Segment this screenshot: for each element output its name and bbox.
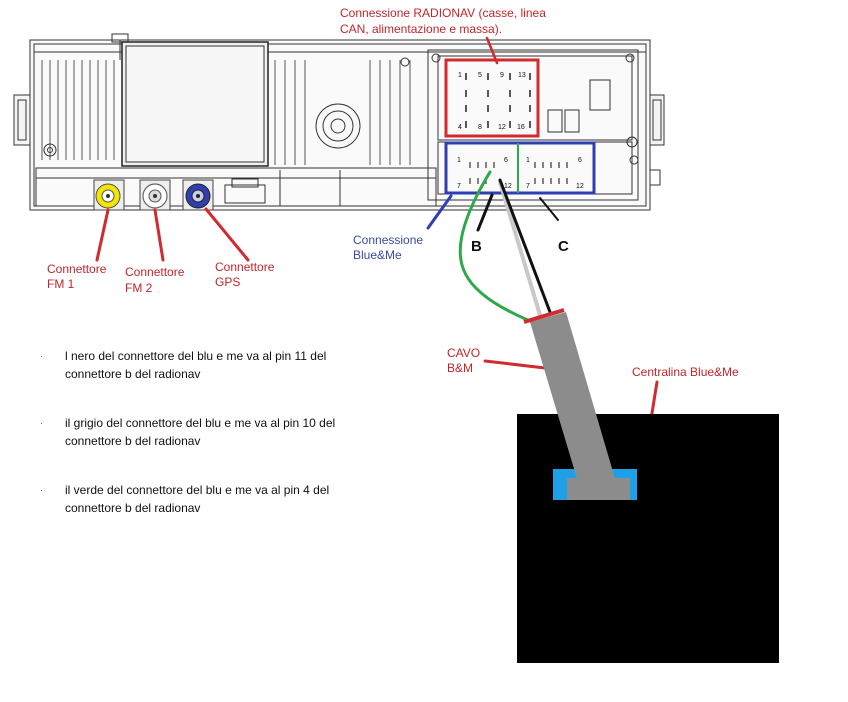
- fm2-label-2: FM 2: [125, 281, 153, 295]
- cable-label-2: B&M: [447, 361, 474, 375]
- fm2-pointer: [153, 208, 165, 262]
- note-3-text: il verde del connettore del blu e me va …: [65, 481, 375, 517]
- radionav-pins: [465, 73, 531, 128]
- blueme-connection-label-2: Blue&Me: [353, 248, 402, 262]
- blue-left-pin-top-2: 6: [504, 157, 508, 164]
- fm1-label-2: FM 1: [47, 277, 75, 291]
- b-pointer: [476, 193, 494, 232]
- green-wire: [458, 170, 534, 324]
- blue-left-pin-bottom-1: 7: [457, 183, 461, 190]
- radionav-pin-bottom-3: 12: [498, 124, 506, 131]
- fm1-label-1: Connettore: [47, 262, 107, 276]
- blueme-pin-numbers: 1 6 7 12 1 6 7 12: [457, 157, 584, 190]
- fm2-antenna-socket: [139, 179, 171, 211]
- blueme-pins: [469, 162, 568, 184]
- gps-label-2: GPS: [215, 275, 241, 289]
- radio-unit-drawing: [13, 33, 665, 211]
- radionav-pin-top-1: 1: [458, 72, 462, 79]
- radionav-pin-numbers: 1 5 9 13 4 8 12 16: [458, 72, 526, 131]
- note-1-text: l nero del connettore del blu e me va al…: [65, 347, 375, 383]
- fm1-antenna-socket: [93, 179, 125, 211]
- grey-wire: [498, 180, 542, 317]
- note-3-line-1: il verde del connettore del blu e me va …: [65, 483, 330, 497]
- fm1-pointer: [95, 208, 110, 262]
- note-2-text: il grigio del connettore del blu e me va…: [65, 414, 375, 450]
- gps-label-1: Connettore: [215, 260, 275, 274]
- fm2-label-1: Connettore: [125, 265, 185, 279]
- radionav-connection-label-2: CAN, alimentazione e massa).: [340, 22, 503, 36]
- blue-left-pin-top-1: 1: [457, 157, 461, 164]
- note-2-line-2: connettore b del radionav: [65, 434, 201, 448]
- blueme-connection-label-1: Connessione: [353, 233, 424, 247]
- gps-antenna-socket: [182, 179, 214, 211]
- radionav-pointer: [485, 36, 499, 65]
- radionav-pin-bottom-4: 16: [517, 124, 525, 131]
- note-3-line-2: connettore b del radionav: [65, 501, 201, 515]
- radionav-connector-highlight: [444, 58, 540, 138]
- cable-pointer: [483, 359, 547, 370]
- bm-cable: [530, 312, 630, 500]
- black-wire: [498, 178, 552, 314]
- gps-pointer: [204, 207, 250, 262]
- radionav-pin-top-3: 9: [500, 72, 504, 79]
- bm-cable-band: [523, 308, 565, 324]
- connector-b-label: B: [471, 238, 482, 255]
- note-3: · il verde del connettore del blu e me v…: [40, 481, 370, 521]
- control-unit-label: Centralina Blue&Me: [632, 365, 739, 379]
- radionav-connection-label-1: Connessione RADIONAV (casse, linea: [340, 6, 546, 20]
- control-unit-box: [517, 414, 779, 663]
- blue-right-pin-bottom-1: 7: [526, 183, 530, 190]
- bm-cable-end: [567, 478, 630, 500]
- note-1: · l nero del connettore del blu e me va …: [40, 347, 370, 387]
- c-pointer: [539, 197, 559, 221]
- cable-label-1: CAVO: [447, 346, 481, 360]
- blue-right-pin-top-2: 6: [578, 157, 582, 164]
- note-3-bullet: ·: [40, 485, 43, 495]
- blueme-pointer: [426, 194, 453, 230]
- blue-right-pin-bottom-2: 12: [576, 183, 584, 190]
- note-2-bullet: ·: [40, 418, 43, 428]
- wires: [458, 170, 552, 324]
- blue-left-pin-bottom-2: 12: [504, 183, 512, 190]
- note-1-line-1: l nero del connettore del blu e me va al…: [65, 349, 327, 363]
- connector-c-label: C: [558, 238, 569, 255]
- radionav-pin-top-2: 5: [478, 72, 482, 79]
- note-1-line-2: connettore b del radionav: [65, 367, 201, 381]
- blue-right-pin-top-1: 1: [526, 157, 530, 164]
- radionav-pin-bottom-2: 8: [478, 124, 482, 131]
- note-2: · il grigio del connettore del blu e me …: [40, 414, 370, 454]
- note-2-line-1: il grigio del connettore del blu e me va…: [65, 416, 336, 430]
- note-1-bullet: ·: [40, 351, 43, 361]
- radionav-pin-top-4: 13: [518, 72, 526, 79]
- blueme-connector-highlight: [444, 141, 596, 195]
- radionav-pin-bottom-1: 4: [458, 124, 462, 131]
